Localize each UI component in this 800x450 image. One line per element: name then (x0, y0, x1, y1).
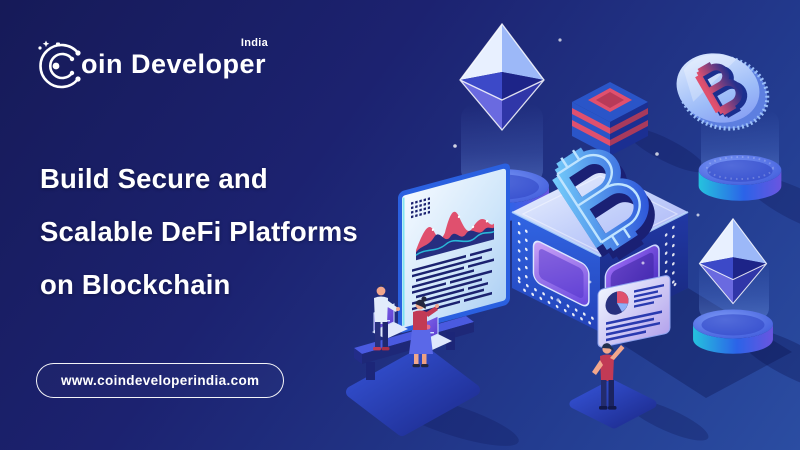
logo-wordmark: India oin Developer (81, 37, 268, 79)
analysts-at-desk (346, 284, 480, 436)
pointing-person (569, 343, 657, 429)
pie-chart-card (597, 275, 671, 348)
server-stack-icon (572, 82, 648, 156)
bitcoin-coin-icon (676, 44, 770, 131)
analytics-monitor (398, 163, 510, 333)
glow-beam (461, 104, 543, 184)
person-man (373, 284, 400, 351)
ethereum-pedestal-top (455, 23, 549, 221)
floor-platform (346, 346, 480, 436)
wave-chart (415, 211, 495, 261)
headline-line-3: on Blockchain (40, 269, 231, 300)
person-woman (409, 296, 439, 368)
website-url: www.coindeveloperindia.com (61, 373, 260, 388)
ethereum-pedestal-right (693, 218, 773, 354)
sparkle-dots (453, 38, 700, 302)
logo: India oin Developer (32, 36, 268, 92)
headline: Build Secure and Scalable DeFi Platforms… (40, 152, 358, 311)
headline-line-1: Build Secure and (40, 163, 268, 194)
website-link-pill[interactable]: www.coindeveloperindia.com (36, 363, 285, 398)
coin-circuit-c-icon (38, 40, 81, 89)
glow-pedestal (698, 155, 782, 201)
logo-wordmark-text: oin Developer (81, 48, 267, 79)
logo-country-label: India (240, 36, 269, 49)
glow-pedestal (693, 309, 773, 354)
headline-line-2: Scalable DeFi Platforms (40, 216, 358, 247)
screen-text-lines (412, 247, 494, 315)
bitcoin-coin-pedestal (676, 44, 782, 201)
